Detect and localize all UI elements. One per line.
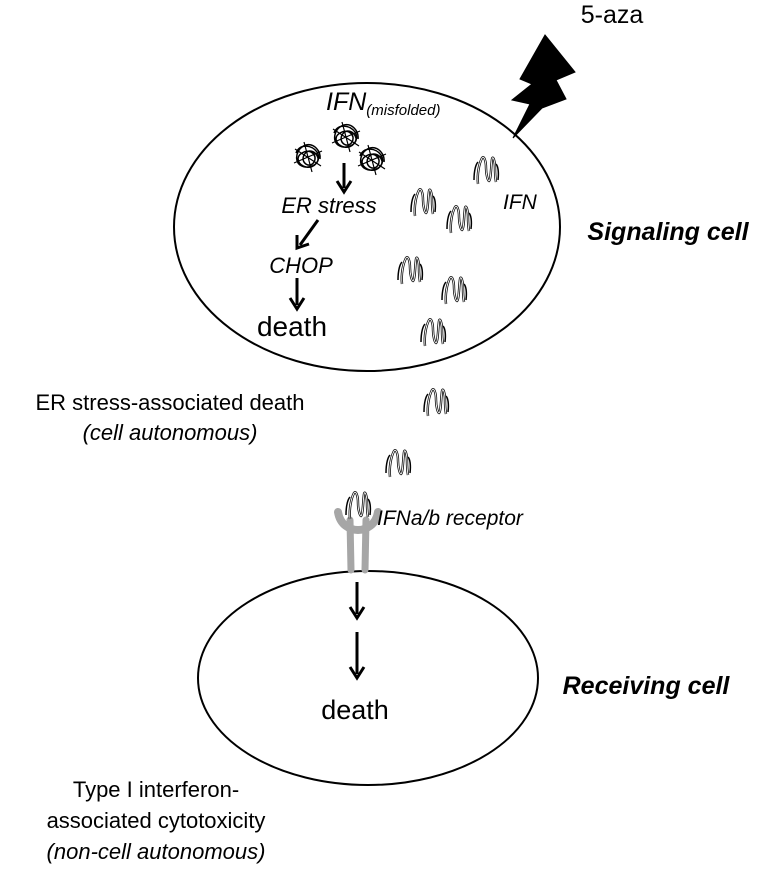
er-stress-label: ER stress <box>281 193 376 218</box>
arrow-chop-to-death <box>288 278 306 312</box>
ifn-secreted-label: IFN <box>503 191 538 214</box>
signaling-cell-title: Signaling cell <box>587 218 749 246</box>
ifn-misfolded-label: IFN(misfolded) <box>326 88 440 119</box>
signaling-death-label: death <box>257 311 327 342</box>
ifn-molecule-icon <box>419 318 447 348</box>
arrow-receptor-signal-1 <box>348 582 366 621</box>
arrow-misfolded-to-er-stress <box>335 163 353 195</box>
misfolded-ifn-icon <box>357 144 387 176</box>
receiving-death-label: death <box>321 695 389 725</box>
arrow-receptor-signal-2 <box>348 632 366 681</box>
er-stress-death-line1: ER stress-associated death <box>35 390 305 415</box>
er-stress-death-caption: ER stress-associated death (cell autonom… <box>0 388 340 448</box>
treatment-label: 5-aza <box>581 1 644 29</box>
ifn-misfolded-main: IFN <box>326 88 367 116</box>
signaling-cell-membrane <box>173 82 561 372</box>
ifn-molecule-icon <box>472 156 500 186</box>
ifn-molecule-icon <box>440 276 468 306</box>
chop-label: CHOP <box>269 253 333 278</box>
type1-cytotoxicity-line1: Type I interferon- <box>72 777 240 802</box>
ifn-molecule-icon <box>422 388 450 418</box>
ifn-molecule-icon <box>409 188 437 218</box>
type1-cytotoxicity-line3: (non-cell autonomous) <box>46 839 266 864</box>
misfolded-ifn-icon <box>331 121 361 153</box>
receptor-icon <box>334 508 382 574</box>
ifn-molecule-icon <box>384 449 412 479</box>
bound-ifn-icon <box>344 491 372 521</box>
ifn-molecule-icon <box>396 256 424 286</box>
type1-cytotoxicity-caption: Type I interferon- associated cytotoxici… <box>0 774 312 867</box>
misfolded-ifn-cluster <box>293 121 387 176</box>
ifn-misfolded-subscript: (misfolded) <box>366 102 440 119</box>
misfolded-ifn-icon <box>293 141 323 173</box>
secreted-ifn-molecules <box>384 156 500 479</box>
receiving-cell-title: Receiving cell <box>563 672 731 700</box>
receptor-label: IFNa/b receptor <box>377 507 524 530</box>
er-stress-death-line2: (cell autonomous) <box>82 420 258 445</box>
type1-cytotoxicity-line2: associated cytotoxicity <box>46 808 266 833</box>
arrow-er-stress-to-chop <box>295 219 320 251</box>
receiving-cell-membrane <box>197 570 539 786</box>
ifn-molecule-icon <box>445 205 473 235</box>
lightning-bolt-icon <box>510 34 576 139</box>
